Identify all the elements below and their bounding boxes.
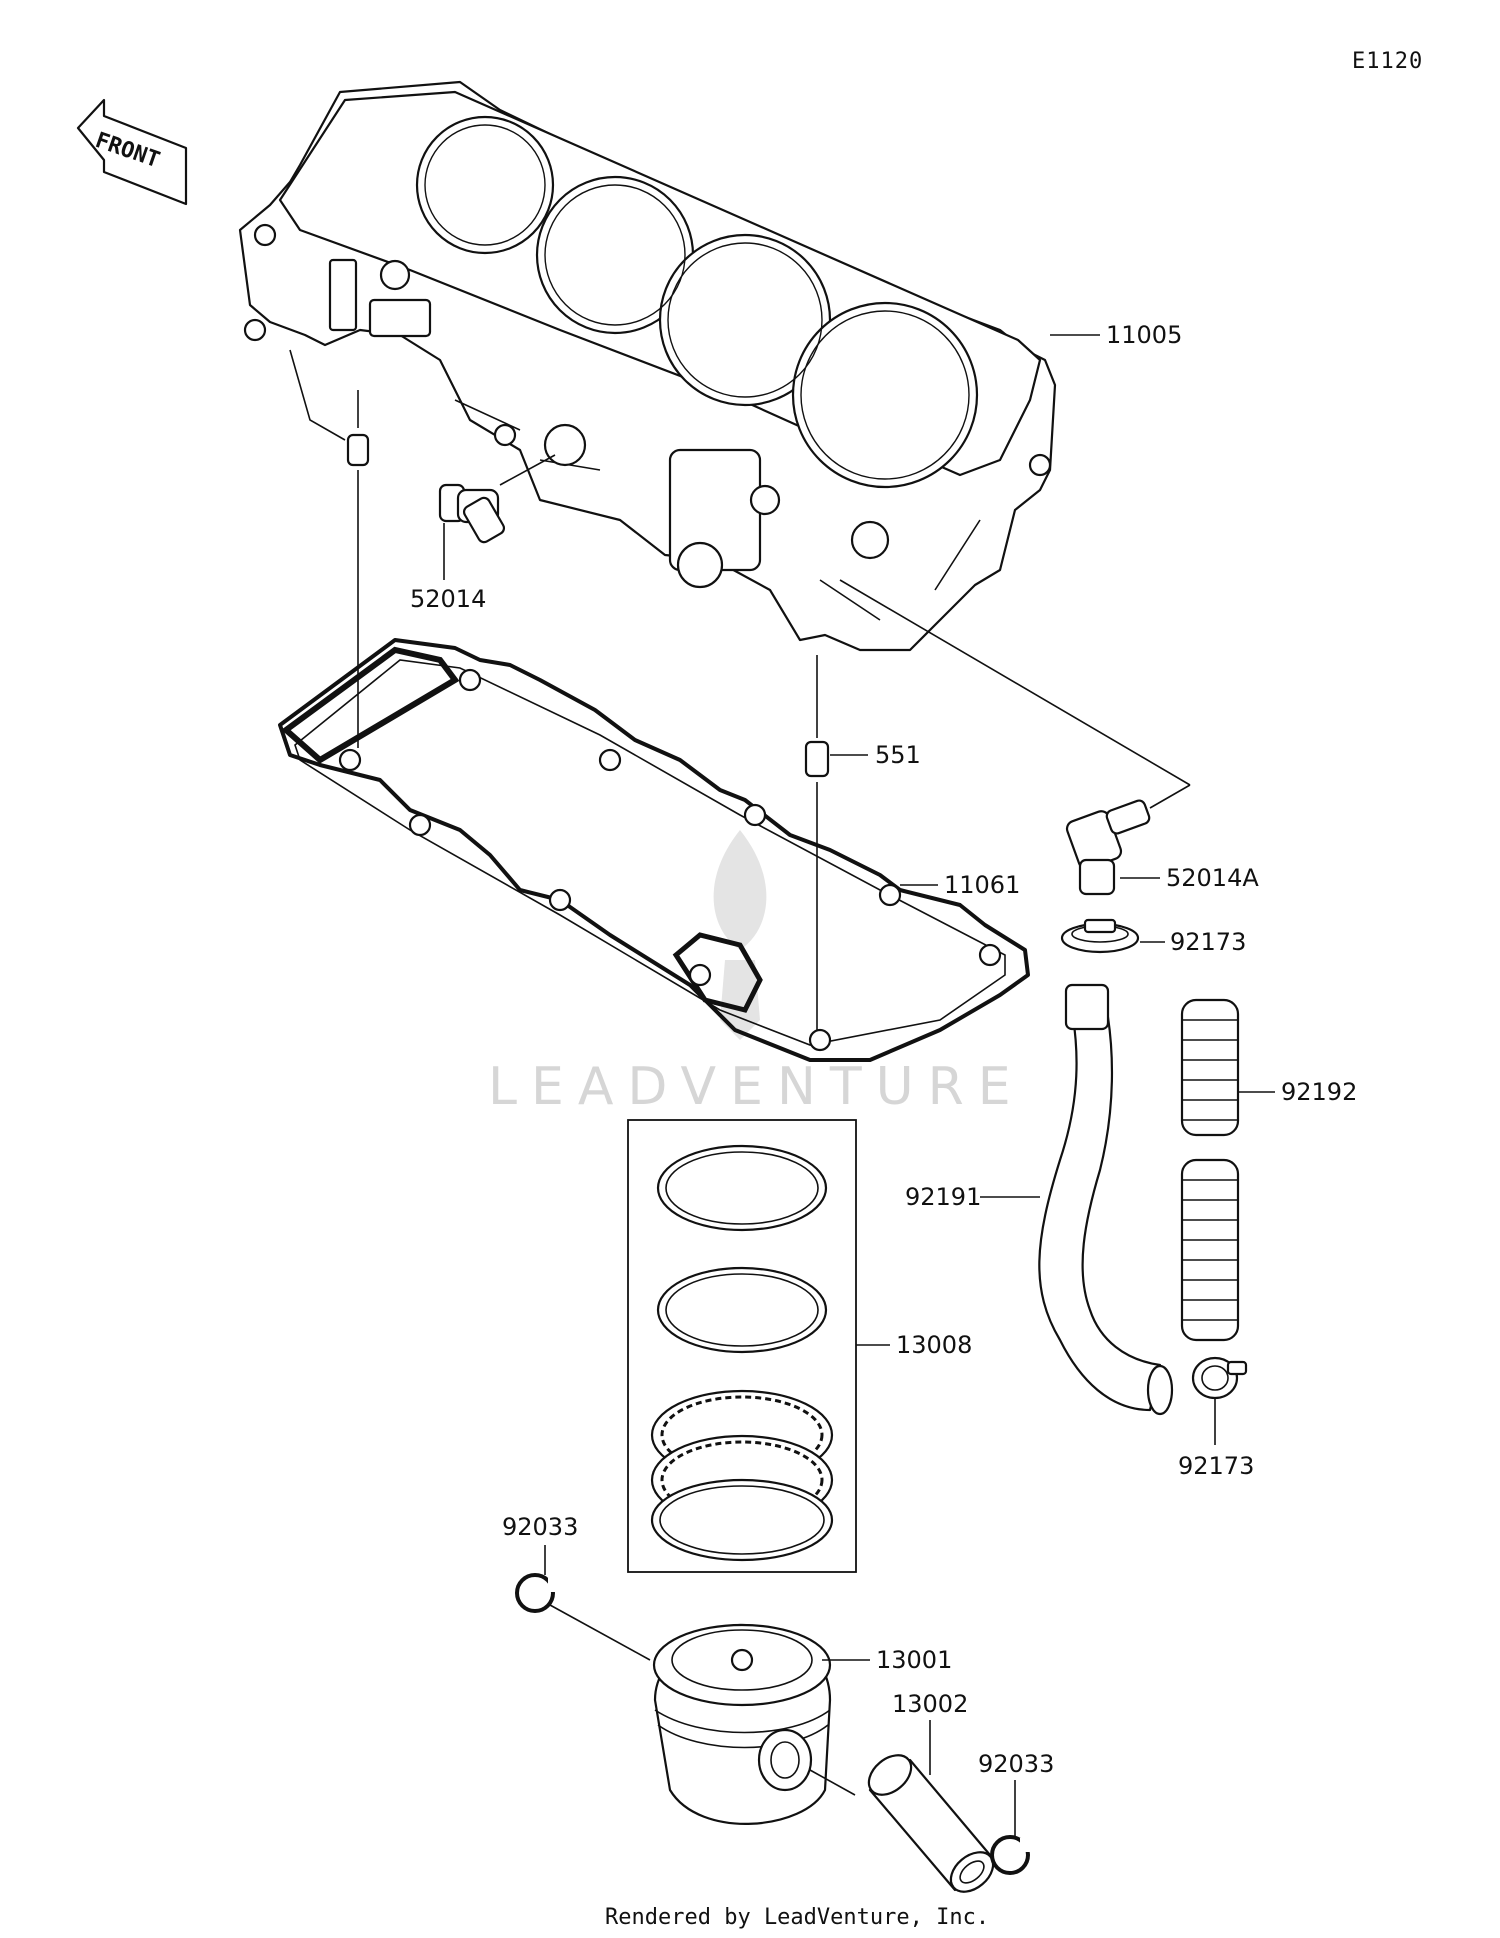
- piston-ring-set[interactable]: [627, 1119, 857, 1573]
- callout-92033-left: 92033: [502, 1513, 578, 1541]
- callout-92191: 92191: [905, 1183, 981, 1211]
- hose-guard-92192[interactable]: [1180, 998, 1240, 1342]
- cylinder-bore-1: [415, 115, 555, 255]
- footer-credit: Rendered by LeadVenture, Inc.: [605, 1905, 989, 1930]
- cylinder-block[interactable]: [238, 80, 1057, 652]
- callout-13002: 13002: [892, 1690, 968, 1718]
- callout-52014: 52014: [410, 585, 486, 613]
- hose-clamp-upper[interactable]: [1060, 918, 1140, 954]
- callout-13001: 13001: [876, 1646, 952, 1674]
- cylinder-base-gasket[interactable]: [278, 638, 1030, 1062]
- dowel-pin-left[interactable]: [346, 433, 370, 467]
- cylinder-bore-4: [791, 301, 979, 489]
- dowel-pin-right[interactable]: [804, 740, 830, 778]
- fitting-52014[interactable]: [438, 483, 506, 544]
- callout-11005: 11005: [1106, 321, 1182, 349]
- callout-551: 551: [875, 741, 921, 769]
- circlip-right[interactable]: [990, 1835, 1034, 1875]
- callout-11061: 11061: [944, 871, 1020, 899]
- callout-92173-lower: 92173: [1178, 1452, 1254, 1480]
- hose-clamp-lower[interactable]: [1191, 1356, 1248, 1400]
- piston-13001[interactable]: [652, 1623, 832, 1825]
- front-arrow-icon: FRONT: [76, 98, 188, 206]
- callout-92192: 92192: [1281, 1078, 1357, 1106]
- hose-92191[interactable]: [1038, 983, 1174, 1416]
- callout-52014A: 52014A: [1166, 864, 1259, 892]
- callout-92173-upper: 92173: [1170, 928, 1246, 956]
- watermark-text: LEADVENTURE: [488, 1057, 1025, 1117]
- diagram-code: E1120: [1352, 49, 1423, 74]
- elbow-fitting-52014A[interactable]: [1065, 799, 1151, 896]
- callout-92033-right: 92033: [978, 1750, 1054, 1778]
- leadventure-watermark: LEADVENTURE: [488, 830, 1025, 1117]
- circlip-left[interactable]: [515, 1573, 562, 1613]
- callout-13008: 13008: [896, 1331, 972, 1359]
